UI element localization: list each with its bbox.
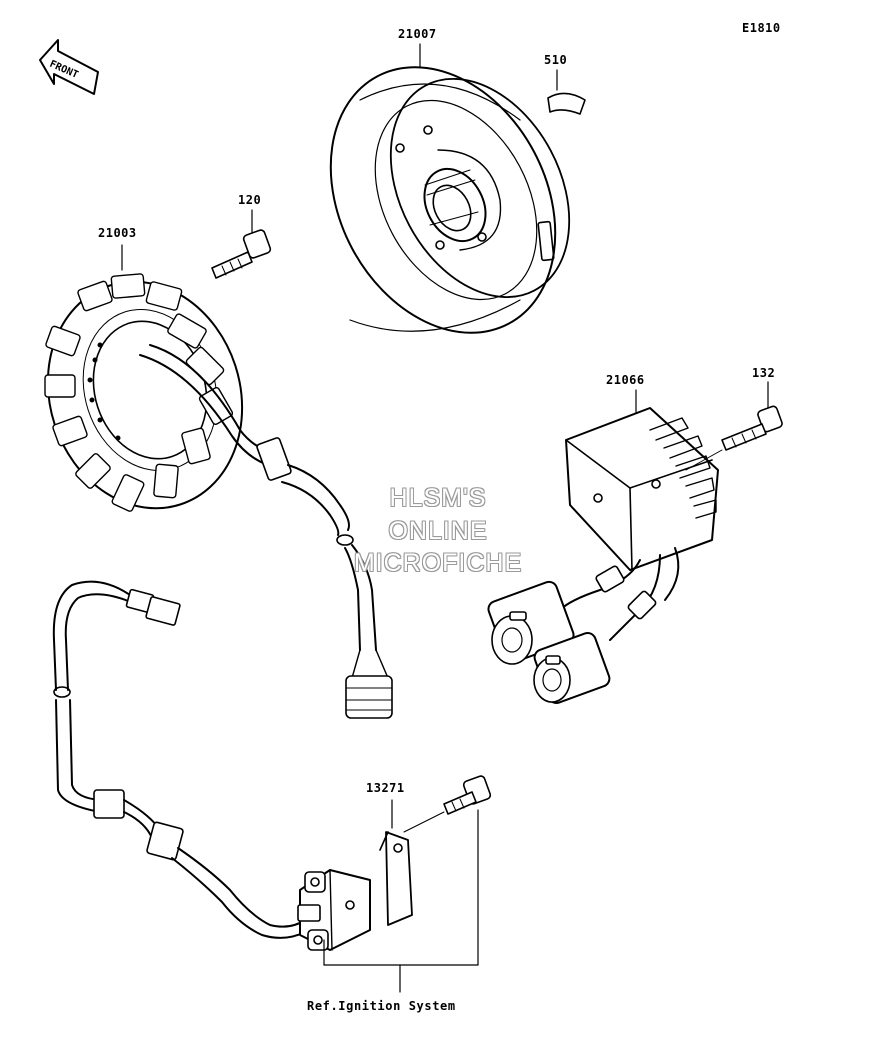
watermark-line-2: ONLINE	[388, 516, 488, 545]
woodruff-key	[547, 69, 586, 115]
part-number-flywheel[interactable]: 21007	[398, 27, 437, 41]
part-number-regulator-bolt[interactable]: 132	[752, 366, 776, 380]
regulator-rectifier	[487, 389, 719, 705]
flywheel-rotor	[329, 43, 571, 334]
part-number-stator-bolt[interactable]: 120	[238, 193, 262, 207]
part-number-pickup-coil[interactable]: 13271	[366, 781, 405, 795]
stator-bolt	[211, 209, 272, 279]
watermark-line-3: MICROFICHE	[353, 549, 523, 577]
watermark: HLSM'S ONLINE MICROFICHE	[326, 482, 550, 580]
diagram-code: E1810	[742, 21, 781, 35]
reference-leader-lines	[323, 809, 479, 993]
pickup-coil-harness	[52, 580, 306, 939]
pickup-coil	[297, 775, 492, 951]
part-number-regulator[interactable]: 21066	[606, 373, 645, 387]
part-number-key[interactable]: 510	[544, 53, 568, 67]
front-arrow-icon: FRONT	[39, 39, 99, 95]
regulator-bolt	[685, 381, 783, 471]
part-number-stator[interactable]: 21003	[98, 226, 137, 240]
stator-coil	[44, 244, 393, 719]
watermark-line-1: HLSM'S	[389, 484, 487, 512]
reference-ignition-system[interactable]: Ref.Ignition System	[307, 999, 456, 1013]
